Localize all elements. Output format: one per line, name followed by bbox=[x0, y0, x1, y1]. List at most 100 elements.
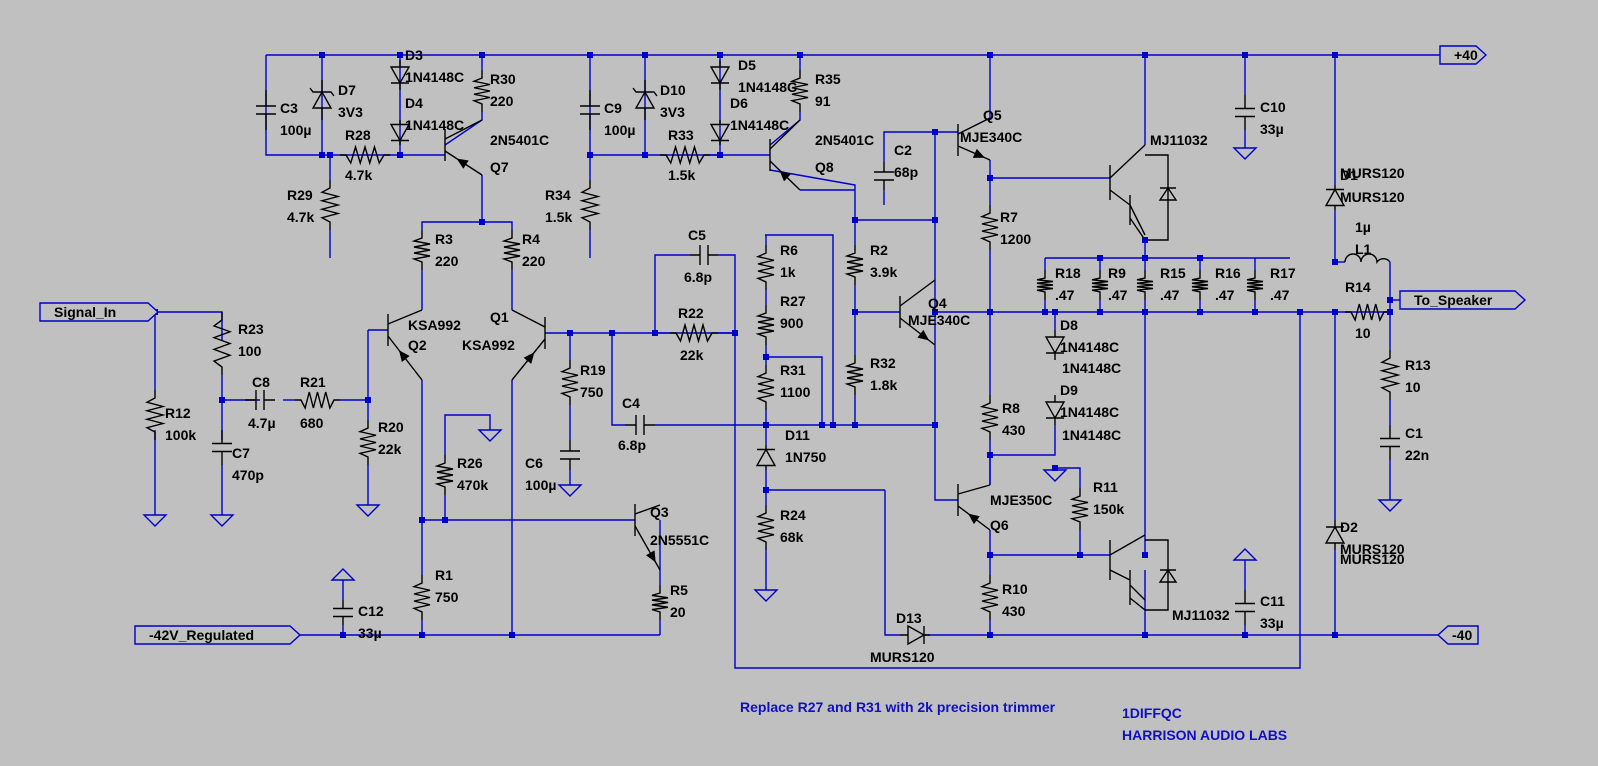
value-q4: MJE340C bbox=[908, 312, 970, 328]
junctions bbox=[152, 52, 1393, 638]
label-q4: Q4 bbox=[928, 295, 947, 311]
value-r33: 1.5k bbox=[668, 167, 695, 183]
label-r29: R29 bbox=[287, 187, 313, 203]
value-q8: 2N5401C bbox=[815, 132, 874, 148]
label-c2: C2 bbox=[894, 142, 912, 158]
label-q1: Q1 bbox=[490, 309, 509, 325]
capacitor-c11 bbox=[1235, 590, 1255, 625]
value-r16: .47 bbox=[1215, 287, 1235, 303]
label-c9: C9 bbox=[604, 100, 622, 116]
label-q2: Q2 bbox=[408, 337, 427, 353]
label-r21: R21 bbox=[300, 374, 326, 390]
transistor-q5 bbox=[957, 117, 991, 161]
value-r1: 750 bbox=[435, 589, 459, 605]
port-to-speaker: To_Speaker bbox=[1399, 290, 1527, 310]
label-r23: R23 bbox=[238, 321, 264, 337]
diode-d1 bbox=[1324, 185, 1346, 210]
label-r3: R3 bbox=[435, 231, 453, 247]
label-r2: R2 bbox=[870, 242, 888, 258]
resistor-r30 bbox=[471, 70, 491, 112]
value-r14: 10 bbox=[1355, 325, 1371, 341]
capacitor-c5 bbox=[690, 245, 718, 265]
value-r18: .47 bbox=[1055, 287, 1075, 303]
value-r5: 20 bbox=[670, 604, 686, 620]
label-c8: C8 bbox=[252, 374, 270, 390]
port-pos-rail-label: +40 bbox=[1454, 47, 1478, 63]
resistor-r13 bbox=[1379, 350, 1401, 400]
resistor-r3 bbox=[411, 230, 431, 270]
diode-d11 bbox=[755, 445, 777, 470]
label-r9: R9 bbox=[1108, 265, 1126, 281]
port-pos-rail: +40 bbox=[1439, 45, 1488, 65]
capacitor-c8 bbox=[245, 390, 275, 410]
value-d1: MURS120 bbox=[1340, 189, 1405, 205]
value-r7: 1200 bbox=[1000, 231, 1031, 247]
label-c6: C6 bbox=[525, 455, 543, 471]
transistor-mj11032-lower bbox=[1109, 534, 1178, 611]
resistor-r15 bbox=[1136, 270, 1154, 300]
transistor-q6 bbox=[957, 484, 991, 531]
resistor-r20 bbox=[357, 420, 377, 465]
value-mj11032-upper: MJ11032 bbox=[1150, 132, 1208, 148]
value-r35: 91 bbox=[815, 93, 831, 109]
label-r1: R1 bbox=[435, 567, 453, 583]
value-r9: .47 bbox=[1108, 287, 1128, 303]
value-d8: 1N4148C bbox=[1060, 339, 1119, 355]
label-r12: R12 bbox=[165, 405, 191, 421]
value-c11: 33µ bbox=[1260, 615, 1284, 631]
labels: C3100µD73V3D31N4148CD41N4148CR30220R284.… bbox=[165, 47, 1431, 743]
value-r10: 430 bbox=[1002, 603, 1026, 619]
note-trimmer: Replace R27 and R31 with 2k precision tr… bbox=[740, 699, 1056, 715]
transistor-q7 bbox=[444, 119, 483, 176]
value-d9: 1N4148C bbox=[1060, 404, 1119, 420]
resistor-r1 bbox=[411, 575, 431, 620]
label-c10: C10 bbox=[1260, 99, 1286, 115]
net-ports: Signal_In +40 -40 -42V_Regulated To_Speaker bbox=[39, 45, 1527, 645]
label-r28: R28 bbox=[345, 127, 371, 143]
label-d4: D4 bbox=[405, 95, 423, 111]
value-l1: 1µ bbox=[1355, 219, 1371, 235]
value-c12: 33µ bbox=[358, 625, 382, 641]
label-d1: D1 bbox=[1340, 167, 1358, 183]
value-d9: 1N4148C bbox=[1062, 427, 1121, 443]
value-r19: 750 bbox=[580, 384, 604, 400]
value-d7: 3V3 bbox=[338, 104, 363, 120]
transistor-mj11032-upper bbox=[1109, 144, 1178, 241]
resistor-r19 bbox=[559, 360, 579, 405]
label-r13: R13 bbox=[1405, 357, 1431, 373]
label-q3: Q3 bbox=[650, 504, 669, 520]
resistor-r10 bbox=[979, 575, 999, 620]
label-r11: R11 bbox=[1093, 479, 1118, 495]
port-signal-in: Signal_In bbox=[39, 302, 160, 322]
ground-symbol bbox=[753, 589, 779, 602]
label-d7: D7 bbox=[338, 82, 356, 98]
label-c4: C4 bbox=[622, 395, 640, 411]
value-d11: 1N750 bbox=[785, 449, 826, 465]
ground-symbol bbox=[1377, 499, 1403, 512]
resistor-r16 bbox=[1191, 270, 1209, 300]
label-r19: R19 bbox=[580, 362, 606, 378]
capacitor-c1 bbox=[1380, 425, 1400, 460]
ground-symbol bbox=[1232, 147, 1258, 160]
value-q7: 2N5401C bbox=[490, 132, 549, 148]
label-d8: D8 bbox=[1060, 317, 1078, 333]
port-neg-rail-label: -40 bbox=[1452, 627, 1472, 643]
resistor-r4 bbox=[501, 230, 521, 270]
value-r30: 220 bbox=[490, 93, 514, 109]
label-r24: R24 bbox=[780, 507, 806, 523]
value-d4: 1N4148C bbox=[405, 117, 464, 133]
resistor-r21 bbox=[295, 391, 340, 410]
ground-symbol bbox=[1232, 548, 1258, 561]
capacitor-c9 bbox=[580, 90, 600, 130]
port-neg-regulated: -42V_Regulated bbox=[134, 625, 302, 645]
resistor-r29 bbox=[319, 180, 341, 230]
value-r13: 10 bbox=[1405, 379, 1421, 395]
resistor-r23 bbox=[211, 312, 233, 375]
label-d11: D11 bbox=[785, 427, 810, 443]
label-r14: R14 bbox=[1345, 279, 1371, 295]
label-r10: R10 bbox=[1002, 581, 1028, 597]
value-d2: MURS120 bbox=[1340, 541, 1405, 557]
value-c4: 6.8p bbox=[618, 437, 646, 453]
label-r27: R27 bbox=[780, 293, 806, 309]
